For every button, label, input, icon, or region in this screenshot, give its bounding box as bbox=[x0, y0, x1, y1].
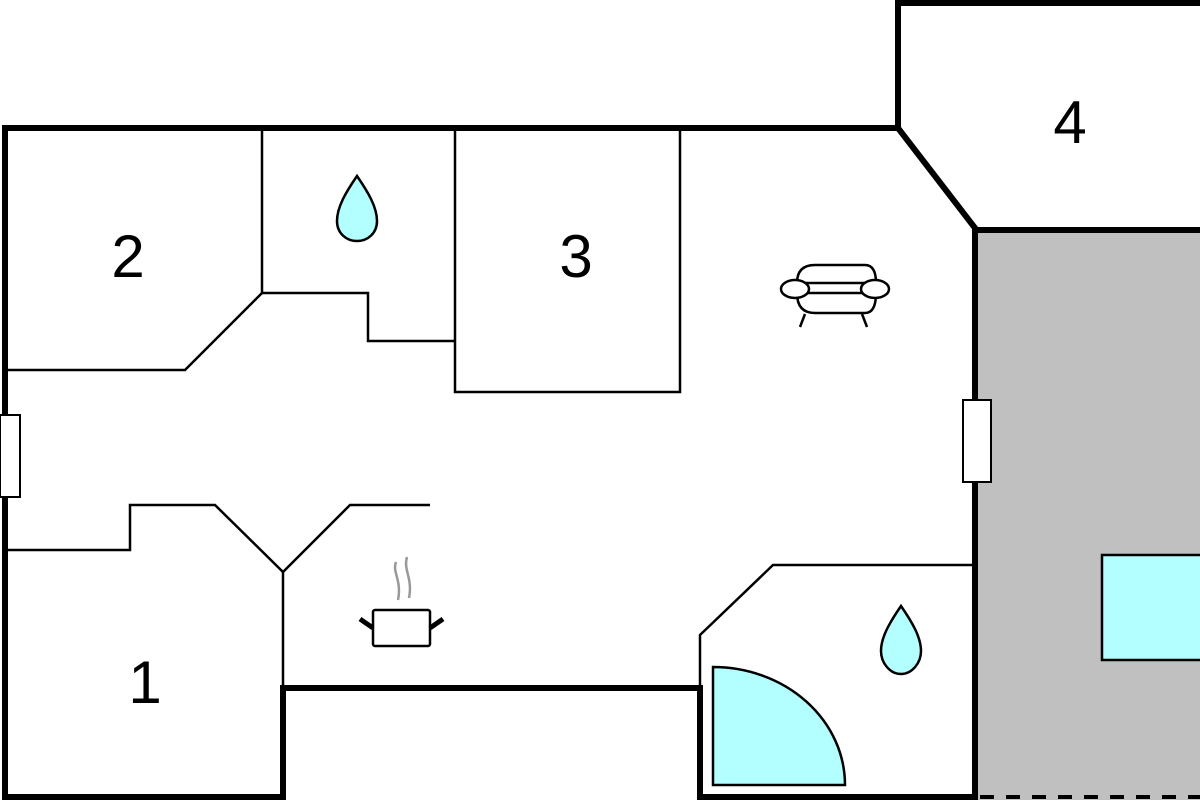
room-label-2: 2 bbox=[111, 223, 144, 290]
interior-walls bbox=[5, 128, 975, 688]
cooking-pot-icon bbox=[358, 556, 445, 648]
room-label-1: 1 bbox=[128, 649, 161, 716]
shower-icon bbox=[711, 665, 847, 787]
water-drop-icon bbox=[879, 603, 923, 676]
room-label-4: 4 bbox=[1053, 89, 1086, 156]
room-label-3: 3 bbox=[559, 223, 592, 290]
entrance-door bbox=[0, 414, 21, 498]
water-drop-icon bbox=[335, 173, 379, 243]
pool bbox=[1100, 553, 1200, 662]
sofa-icon bbox=[779, 263, 891, 328]
terrace-door bbox=[962, 399, 992, 483]
terrace-area bbox=[978, 230, 1200, 800]
